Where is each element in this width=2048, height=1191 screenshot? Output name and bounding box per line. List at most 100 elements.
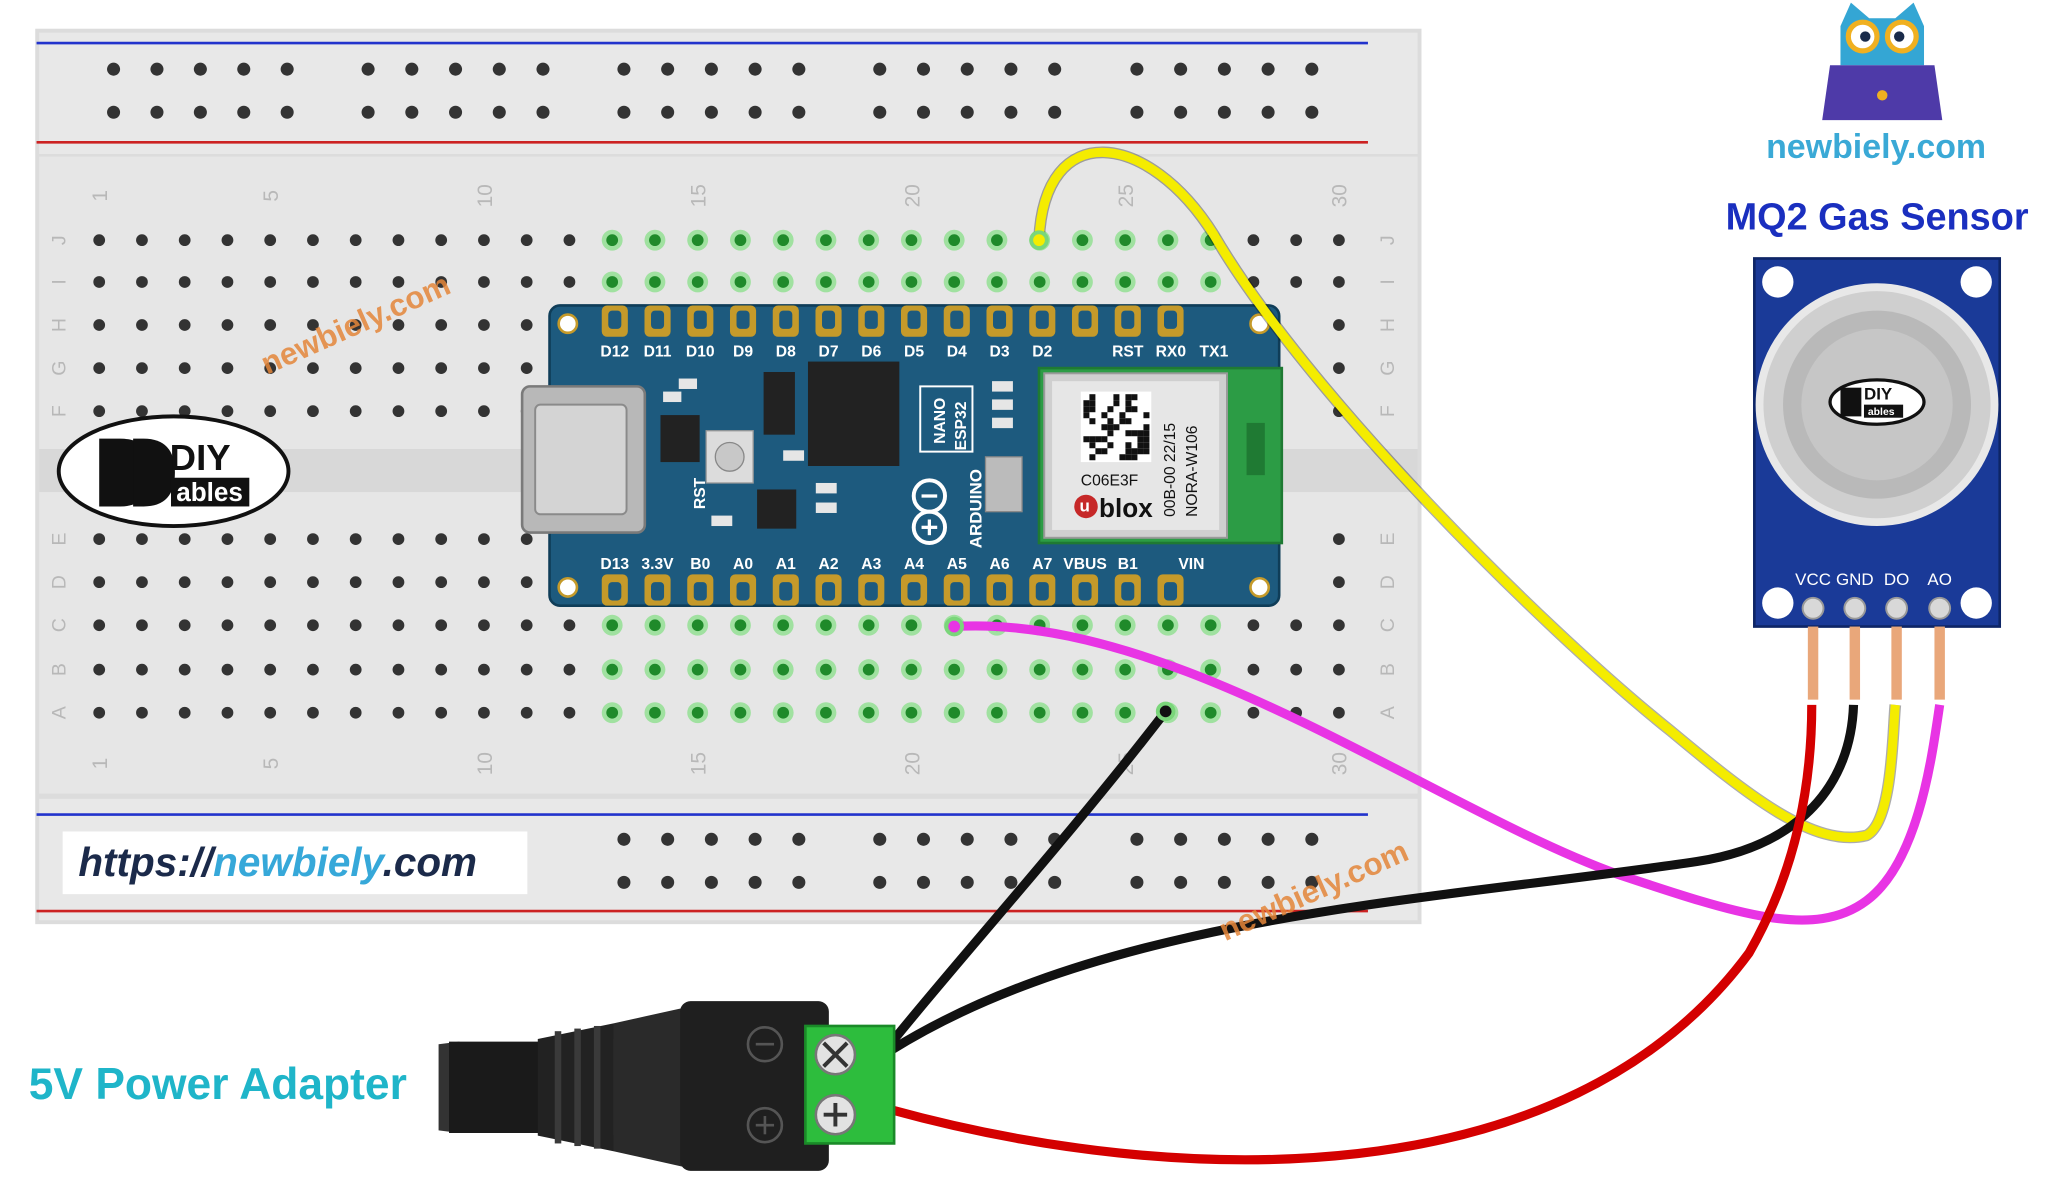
breadboard-hole bbox=[221, 319, 234, 331]
breadboard-hole bbox=[478, 234, 490, 247]
qr-module bbox=[1131, 430, 1138, 437]
rail-hole bbox=[1261, 832, 1275, 846]
breadboard-hole bbox=[349, 234, 362, 247]
qr-module bbox=[1107, 430, 1114, 437]
qr-module bbox=[1083, 400, 1090, 407]
breadboard-hole bbox=[478, 576, 490, 589]
breadboard-hole bbox=[307, 234, 319, 247]
board-pin-bottom-hole bbox=[822, 582, 836, 601]
column-number-bottom: 30 bbox=[1329, 752, 1352, 775]
breadboard-hole bbox=[478, 319, 490, 331]
rail-hole bbox=[150, 62, 164, 76]
rail-hole bbox=[1130, 832, 1144, 846]
breadboard-hole bbox=[136, 706, 148, 719]
breadboard-hole bbox=[221, 663, 234, 676]
qr-module bbox=[1125, 454, 1132, 461]
qr-module bbox=[1083, 436, 1090, 443]
breadboard-hole bbox=[1204, 706, 1217, 719]
breadboard-hole bbox=[93, 362, 106, 374]
board-pin-top-hole bbox=[736, 310, 750, 329]
top-pin-label: RX0 bbox=[1156, 343, 1187, 360]
breadboard-hole bbox=[649, 276, 661, 288]
rail-hole bbox=[617, 62, 631, 76]
rail-hole bbox=[1130, 875, 1144, 889]
breadboard-hole bbox=[1119, 619, 1132, 632]
qr-module bbox=[1101, 424, 1108, 431]
sensor-mount-hole bbox=[1960, 587, 1992, 619]
dc-power-adapter bbox=[438, 1001, 896, 1171]
breadboard-hole bbox=[948, 706, 961, 719]
url-suffix: .com bbox=[382, 839, 478, 885]
rail-hole bbox=[150, 105, 164, 119]
breadboard-hole bbox=[264, 663, 277, 676]
breadboard-hole bbox=[349, 405, 362, 418]
breadboard-hole bbox=[435, 706, 448, 719]
breadboard-hole bbox=[1076, 706, 1089, 719]
board-pin-bottom-hole bbox=[736, 582, 750, 601]
qr-module bbox=[1131, 406, 1138, 413]
breadboard-hole bbox=[478, 533, 490, 545]
rail-hole bbox=[1048, 62, 1062, 76]
rail-hole bbox=[1305, 105, 1319, 119]
bottom-pin-label: VBUS bbox=[1063, 556, 1107, 573]
breadboard-hole bbox=[307, 706, 319, 719]
breadboard-hole bbox=[1333, 276, 1345, 288]
breadboard-hole bbox=[1290, 276, 1303, 288]
breadboard-hole bbox=[1033, 276, 1046, 288]
column-number-top: 15 bbox=[688, 184, 711, 207]
rail-hole bbox=[704, 62, 718, 76]
breadboard-hole bbox=[392, 319, 405, 331]
breadboard-hole bbox=[1333, 533, 1345, 545]
rail-hole bbox=[1048, 105, 1062, 119]
rail-hole bbox=[536, 105, 550, 119]
breadboard-hole bbox=[307, 319, 319, 331]
breadboard-hole bbox=[1247, 619, 1260, 632]
qr-module bbox=[1143, 442, 1150, 449]
arduino-nano-esp32: ARDUINO NANO ESP32 RST C06E3F u blox 00B… bbox=[520, 304, 1284, 607]
board-pin-bottom-hole bbox=[1121, 582, 1135, 601]
bottom-pin-label: A2 bbox=[819, 556, 839, 573]
breadboard-hole bbox=[520, 234, 533, 247]
row-letter-left: C bbox=[48, 618, 70, 632]
breadboard-hole bbox=[905, 234, 918, 247]
esp32-chip bbox=[807, 361, 900, 466]
breadboard-hole bbox=[264, 276, 277, 288]
breadboard-hole bbox=[905, 706, 918, 719]
row-letter-left: E bbox=[48, 533, 70, 546]
top-pin-label: D12 bbox=[600, 343, 629, 360]
row-letter-right: G bbox=[1377, 360, 1399, 375]
breadboard-hole bbox=[307, 405, 319, 418]
breadboard-hole bbox=[862, 619, 875, 632]
black-wire-gnd-to-adapter bbox=[886, 708, 1170, 1048]
rail-hole bbox=[960, 62, 974, 76]
bottom-pin-label: D13 bbox=[600, 556, 629, 573]
breadboard-hole bbox=[349, 533, 362, 545]
rail-hole bbox=[792, 105, 806, 119]
rail-hole bbox=[361, 105, 375, 119]
breadboard-hole bbox=[392, 533, 405, 545]
breadboard-hole bbox=[734, 706, 747, 719]
breadboard-hole bbox=[221, 405, 234, 418]
board-pin-top-hole bbox=[822, 310, 836, 329]
row-letter-left: D bbox=[48, 575, 70, 589]
rail-hole bbox=[661, 105, 675, 119]
sensor-pin-pad bbox=[1885, 596, 1909, 620]
rail-hole bbox=[1217, 832, 1231, 846]
board-pin-top-hole bbox=[608, 310, 622, 329]
board-pin-bottom-hole bbox=[993, 582, 1007, 601]
nora-w106-module: C06E3F u blox 00B-00 22/15 NORA-W106 bbox=[1037, 366, 1284, 545]
rail-hole bbox=[873, 62, 887, 76]
breadboard-hole bbox=[1076, 619, 1089, 632]
qr-module bbox=[1125, 448, 1132, 455]
breadboard-hole bbox=[221, 706, 234, 719]
qr-module bbox=[1125, 430, 1132, 437]
breadboard-hole bbox=[307, 533, 319, 545]
breadboard-hole bbox=[606, 234, 619, 247]
qr-module bbox=[1143, 424, 1150, 431]
breadboard-hole bbox=[777, 276, 790, 288]
rail-hole bbox=[1174, 62, 1188, 76]
bottom-pin-label: A1 bbox=[776, 556, 796, 573]
rail-hole bbox=[617, 832, 631, 846]
